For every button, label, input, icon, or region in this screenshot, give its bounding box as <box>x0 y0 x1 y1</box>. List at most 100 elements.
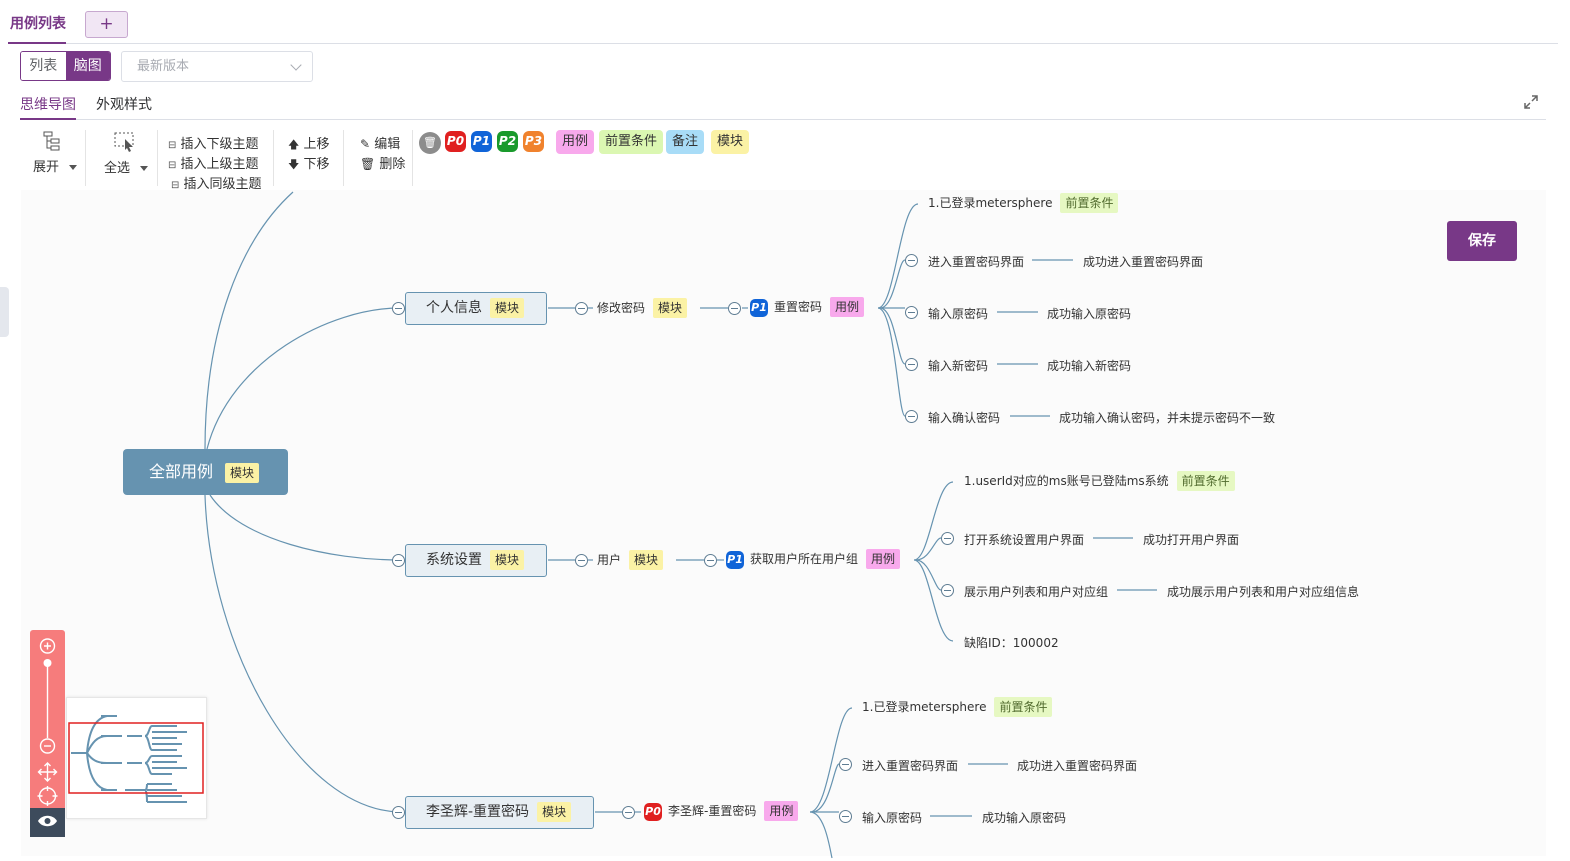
collapse-toggle-icon[interactable] <box>392 302 405 315</box>
tab-mindmap[interactable]: 思维导图 <box>20 97 76 113</box>
caret-down-icon <box>140 166 149 171</box>
node-step[interactable]: 进入重置密码界面 <box>862 759 959 773</box>
mindmap-canvas[interactable] <box>21 190 1546 856</box>
collapse-toggle-icon[interactable] <box>575 302 588 315</box>
node-label: 修改密码 <box>597 301 646 315</box>
collapse-toggle-icon[interactable] <box>839 758 852 771</box>
node-expected-result[interactable]: 成功输入原密码 <box>1047 307 1132 321</box>
node-expected-result[interactable]: 成功进入重置密码界面 <box>1017 759 1138 773</box>
node-expected-result[interactable]: 成功打开用户界面 <box>1143 533 1240 547</box>
node-change-password[interactable]: 修改密码模块 <box>597 298 688 318</box>
version-select[interactable]: 最新版本 <box>121 51 313 82</box>
node-expected-result[interactable]: 成功输入新密码 <box>1047 359 1132 373</box>
node-label: 1.userId对应的ms账号已登陆ms系统 <box>964 474 1169 488</box>
delete-button[interactable]: 🗑 删除 <box>360 153 405 172</box>
node-user-module[interactable]: 用户模块 <box>597 550 664 570</box>
priority-p2-button[interactable]: P2 <box>497 131 518 152</box>
priority-badge: P1 <box>726 550 744 569</box>
module-tag: 模块 <box>537 802 572 822</box>
collapse-toggle-icon[interactable] <box>704 554 717 567</box>
collapse-toggle-icon[interactable] <box>839 810 852 823</box>
insert-sibling-button[interactable]: ⊟ 插入同级主题 <box>171 173 262 192</box>
tab-active-indicator <box>8 42 66 44</box>
collapse-toggle-icon[interactable] <box>728 302 741 315</box>
tag-case-button[interactable]: 用例 <box>556 130 595 154</box>
mindmap-view-button[interactable]: 脑图 <box>65 52 110 80</box>
node-step[interactable]: 输入原密码 <box>928 307 989 321</box>
collapse-toggle-icon[interactable] <box>575 554 588 567</box>
expand-button[interactable]: 展开 <box>33 156 78 175</box>
node-expected-result[interactable]: 成功进入重置密码界面 <box>1083 255 1204 269</box>
collapse-toggle-icon[interactable] <box>941 584 954 597</box>
minimap[interactable] <box>66 697 207 819</box>
node-step[interactable]: 输入新密码 <box>928 359 989 373</box>
collapse-toggle-icon[interactable] <box>905 358 918 371</box>
select-all-label: 全选 <box>104 161 131 176</box>
zoom-out-button[interactable] <box>33 735 62 757</box>
tab-case-list[interactable]: 用例列表 <box>10 16 66 32</box>
center-root-button[interactable] <box>33 785 62 807</box>
select-all-button[interactable]: 全选 <box>104 157 149 176</box>
zoom-toolbar <box>30 630 65 837</box>
node-step[interactable]: 输入确认密码 <box>928 411 1001 425</box>
node-expected-result[interactable]: 成功展示用户列表和用户对应组信息 <box>1167 585 1360 599</box>
priority-p3-button[interactable]: P3 <box>523 131 544 152</box>
collapse-toggle-icon[interactable] <box>905 410 918 423</box>
trash-icon: 🗑 <box>360 157 376 171</box>
clear-priority-icon[interactable]: 🗑 <box>419 132 441 154</box>
toolbar-divider <box>412 130 413 186</box>
node-label: 1.已登录metersphere <box>862 700 987 714</box>
collapse-toggle-icon[interactable] <box>905 254 918 267</box>
select-all-icon <box>114 132 134 152</box>
node-expected-result[interactable]: 成功输入确认密码，并未提示密码不一致 <box>1059 411 1276 425</box>
tab-appearance[interactable]: 外观样式 <box>96 97 152 113</box>
sidebar-collapse-handle[interactable] <box>0 287 9 337</box>
move-canvas-button[interactable] <box>33 761 62 783</box>
node-step[interactable]: 展示用户列表和用户对应组 <box>964 585 1109 599</box>
tag-precondition-button[interactable]: 前置条件 <box>599 130 664 154</box>
list-view-button[interactable]: 列表 <box>21 52 66 80</box>
priority-p1-button[interactable]: P1 <box>471 131 492 152</box>
move-down-label: 下移 <box>303 157 330 172</box>
toggle-minimap-button[interactable] <box>30 808 65 837</box>
collapse-toggle-icon[interactable] <box>392 554 405 567</box>
priority-p0-button[interactable]: P0 <box>445 131 466 152</box>
zoom-in-button[interactable] <box>33 633 62 659</box>
tag-module-button[interactable]: 模块 <box>711 130 750 154</box>
node-expected-result[interactable]: 成功输入原密码 <box>982 811 1067 825</box>
collapse-toggle-icon[interactable] <box>941 532 954 545</box>
priority-badge: P1 <box>750 298 768 317</box>
node-step[interactable]: 打开系统设置用户界面 <box>964 533 1085 547</box>
minimap-preview <box>68 715 204 803</box>
add-tab-button[interactable]: + <box>85 11 128 38</box>
arrow-up-icon: 🡅 <box>288 138 300 151</box>
mindmap-root-node[interactable]: 全部用例模块 <box>123 449 288 495</box>
save-button[interactable]: 保存 <box>1447 221 1517 261</box>
fullscreen-icon[interactable] <box>1523 94 1539 110</box>
move-up-button[interactable]: 🡅 上移 <box>288 133 329 155</box>
expand-label: 展开 <box>33 160 60 175</box>
node-step[interactable]: 输入原密码 <box>862 811 923 825</box>
collapse-toggle-icon[interactable] <box>392 806 405 819</box>
collapse-toggle-icon[interactable] <box>622 806 635 819</box>
insert-child-button[interactable]: ⊟ 插入下级主题 <box>168 133 259 152</box>
tag-note-button[interactable]: 备注 <box>666 130 705 154</box>
move-down-button[interactable]: 🡇 下移 <box>288 153 329 175</box>
edit-button[interactable]: ✎ 编辑 <box>360 133 400 152</box>
node-note[interactable]: 缺陷ID：100002 <box>964 636 1059 650</box>
node-step[interactable]: 进入重置密码界面 <box>928 255 1025 269</box>
node-reset-password-module[interactable]: 李圣辉-重置密码模块 <box>405 796 594 829</box>
insert-parent-button[interactable]: ⊟ 插入上级主题 <box>168 153 259 172</box>
node-personal-info[interactable]: 个人信息模块 <box>405 292 547 325</box>
node-label: 李圣辉-重置密码 <box>426 804 530 820</box>
node-system-settings[interactable]: 系统设置模块 <box>405 544 547 577</box>
module-tag: 模块 <box>490 550 525 570</box>
chevron-down-icon <box>290 59 302 71</box>
node-precondition[interactable]: 1.userId对应的ms账号已登陆ms系统前置条件 <box>964 471 1235 491</box>
collapse-toggle-icon[interactable] <box>905 306 918 319</box>
